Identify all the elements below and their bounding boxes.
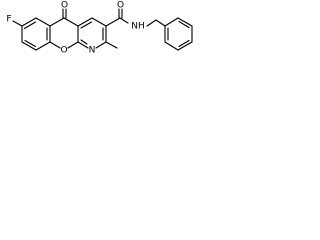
bond: [35, 17, 51, 27]
bond: [21, 41, 37, 51]
bond: [146, 19, 157, 27]
bond: [12, 20, 23, 27]
bond: [24, 39, 37, 48]
bond: [119, 17, 129, 24]
bond: [178, 20, 190, 29]
bond: [77, 41, 89, 49]
atom-labels: F O O N O NH: [6, 1, 144, 56]
bond: [105, 41, 118, 49]
ketone-oxygen-label: O: [61, 1, 68, 11]
bond: [91, 17, 107, 27]
bond: [80, 39, 88, 45]
bond: [21, 17, 37, 27]
bond: [95, 41, 107, 49]
bond: [35, 41, 51, 51]
bond: [77, 17, 93, 27]
chemical-structure-diagram: F O O N O NH: [6, 1, 193, 56]
bond: [164, 41, 179, 51]
ring-oxygen-label: O: [60, 46, 67, 56]
bond: [155, 19, 166, 27]
bond: [23, 21, 37, 30]
bond: [105, 17, 121, 27]
bond: [177, 17, 193, 27]
amide-oxygen-label: O: [117, 1, 124, 11]
bond: [164, 17, 179, 27]
bond: [49, 41, 61, 49]
amide-nh-label: NH: [131, 22, 145, 32]
pyridine-nitrogen-label: N: [89, 46, 96, 56]
fluorine-label: F: [6, 15, 11, 25]
bond: [63, 17, 79, 27]
bonds: [12, 8, 193, 51]
bond: [49, 17, 65, 27]
bond: [67, 41, 79, 49]
bond: [80, 21, 93, 29]
bond: [177, 41, 193, 51]
bond: [178, 39, 190, 48]
